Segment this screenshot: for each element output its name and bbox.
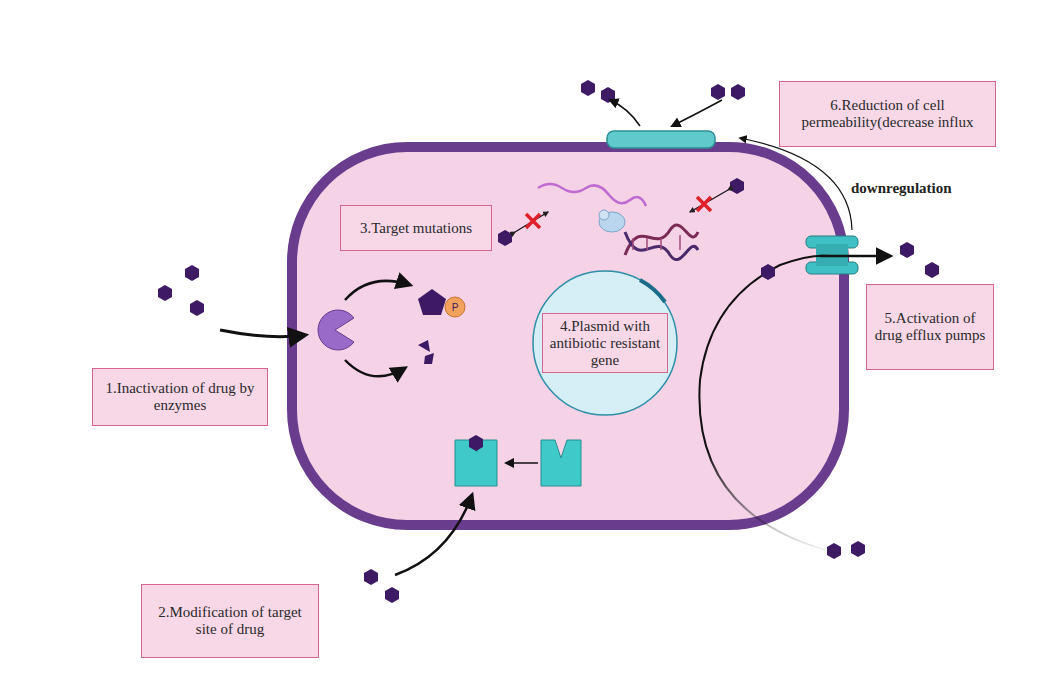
callout-text: 2.Modification of target site of drug bbox=[148, 604, 312, 638]
callout-box: 6.Reduction of cell permeability(decreas… bbox=[779, 81, 996, 147]
callout-text: 4.Plasmid with antibiotic resistant gene bbox=[549, 318, 661, 368]
callout-text: 1.Inactivation of drug by enzymes bbox=[99, 380, 261, 414]
callout-box: 3.Target mutations bbox=[340, 205, 492, 251]
callout-text: 5.Activation of drug efflux pumps bbox=[873, 310, 987, 344]
callout-box: 4.Plasmid with antibiotic resistant gene bbox=[542, 313, 668, 373]
annotation-label: downregulation bbox=[851, 180, 952, 197]
callout-box: 5.Activation of drug efflux pumps bbox=[866, 284, 994, 370]
svg-text:P: P bbox=[452, 302, 459, 313]
callout-text: 6.Reduction of cell permeability(decreas… bbox=[786, 97, 989, 131]
callout-box: 2.Modification of target site of drug bbox=[141, 584, 319, 658]
callout-box: 1.Inactivation of drug by enzymes bbox=[92, 368, 268, 426]
callout-text: 3.Target mutations bbox=[360, 220, 472, 237]
